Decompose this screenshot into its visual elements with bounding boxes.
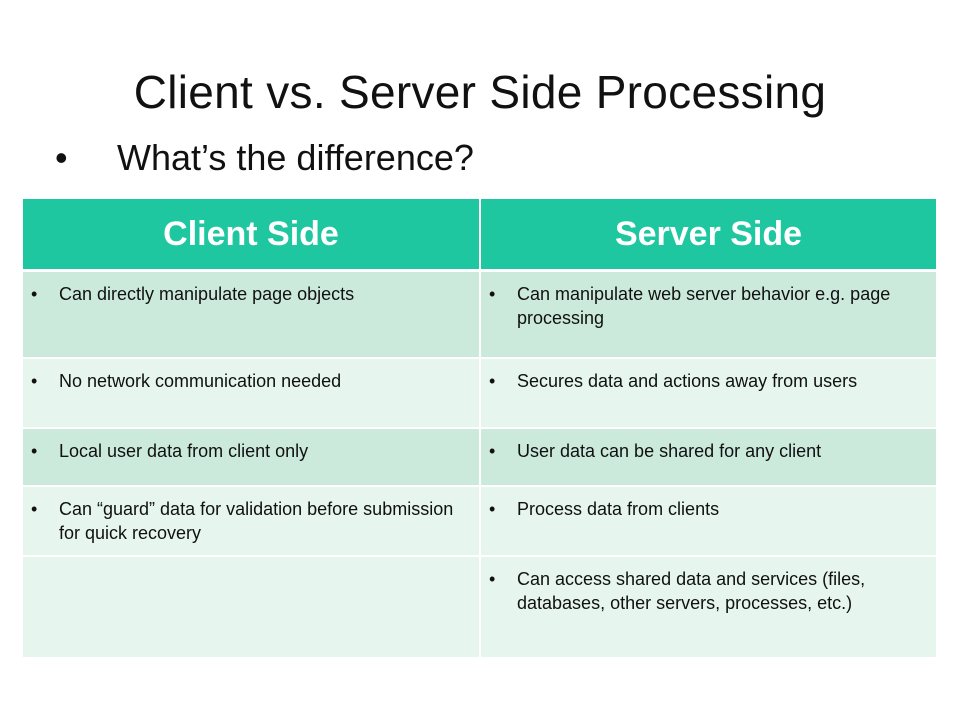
table-row: • Local user data from client only • Use… bbox=[23, 428, 936, 486]
table-row: • Can access shared data and services (f… bbox=[23, 556, 936, 657]
bullet-icon: • bbox=[31, 371, 38, 391]
table-row: • Can “guard” data for validation before… bbox=[23, 486, 936, 556]
bullet-icon: • bbox=[489, 284, 496, 304]
list-item: • Process data from clients bbox=[487, 497, 930, 521]
table-row: • No network communication needed • Secu… bbox=[23, 358, 936, 428]
server-cell: • Can manipulate web server behavior e.g… bbox=[480, 270, 936, 358]
bullet-icon: • bbox=[31, 499, 38, 519]
client-cell: • No network communication needed bbox=[23, 358, 481, 428]
bullet-icon: • bbox=[489, 371, 496, 391]
bullet-icon: • bbox=[489, 499, 496, 519]
server-point-text: Secures data and actions away from users bbox=[517, 371, 858, 391]
list-item: • Can manipulate web server behavior e.g… bbox=[487, 282, 930, 330]
list-item: • User data can be shared for any client bbox=[487, 439, 930, 463]
list-item: • Can “guard” data for validation before… bbox=[29, 497, 473, 545]
client-cell-empty bbox=[23, 556, 481, 657]
client-point-text: Can “guard” data for validation before s… bbox=[59, 499, 454, 543]
bullet-icon: • bbox=[31, 441, 38, 461]
client-cell: • Can directly manipulate page objects bbox=[23, 270, 481, 358]
list-item: • Can access shared data and services (f… bbox=[487, 567, 930, 615]
server-point-text: User data can be shared for any client bbox=[517, 441, 822, 461]
list-item: • Can directly manipulate page objects bbox=[29, 282, 473, 306]
bullet-icon: • bbox=[31, 284, 38, 304]
client-point-text: Can directly manipulate page objects bbox=[59, 284, 355, 304]
bullet-icon: • bbox=[489, 441, 496, 461]
slide-title: Client vs. Server Side Processing bbox=[133, 66, 827, 118]
subtitle-text: What’s the difference? bbox=[117, 137, 474, 178]
bullet-icon: • bbox=[55, 137, 68, 178]
client-point-text: Local user data from client only bbox=[59, 441, 309, 461]
client-cell: • Can “guard” data for validation before… bbox=[23, 486, 481, 556]
server-cell: • Secures data and actions away from use… bbox=[480, 358, 936, 428]
server-cell: • Can access shared data and services (f… bbox=[480, 556, 936, 657]
header-client-side: Client Side bbox=[23, 199, 481, 271]
server-point-text: Can access shared data and services (fil… bbox=[517, 569, 866, 613]
server-cell: • User data can be shared for any client bbox=[480, 428, 936, 486]
server-cell: • Process data from clients bbox=[480, 486, 936, 556]
list-item: • No network communication needed bbox=[29, 369, 473, 393]
header-server-side: Server Side bbox=[480, 199, 936, 271]
server-point-text: Can manipulate web server behavior e.g. … bbox=[517, 284, 891, 328]
subtitle-bullet-item: • What’s the difference? bbox=[55, 128, 474, 188]
client-point-text: No network communication needed bbox=[59, 371, 342, 391]
bullet-icon: • bbox=[489, 569, 496, 589]
table-row: • Can directly manipulate page objects •… bbox=[23, 270, 936, 358]
client-cell: • Local user data from client only bbox=[23, 428, 481, 486]
table-header-row: Client Side Server Side bbox=[23, 199, 936, 271]
list-item: • Secures data and actions away from use… bbox=[487, 369, 930, 393]
server-point-text: Process data from clients bbox=[517, 499, 720, 519]
comparison-table: Client Side Server Side • Can directly m… bbox=[23, 199, 936, 657]
list-item: • Local user data from client only bbox=[29, 439, 473, 463]
